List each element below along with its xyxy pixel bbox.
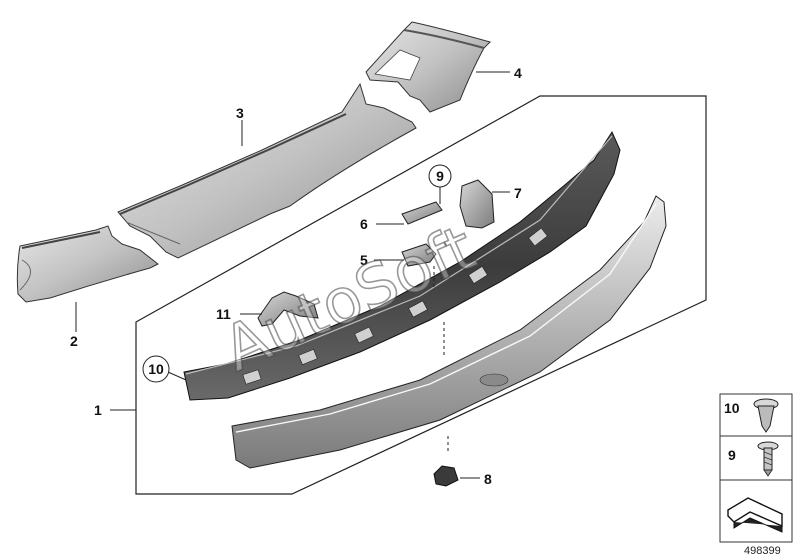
legend-panel: 10 9 <box>719 393 793 543</box>
callout-5: 5 <box>360 252 368 268</box>
callout-11: 11 <box>216 306 231 322</box>
callout-6: 6 <box>360 216 368 232</box>
callout-3: 3 <box>236 105 244 121</box>
legend-label-9: 9 <box>728 447 736 463</box>
part-6-holder <box>401 201 443 225</box>
callout-9-circle <box>428 164 452 188</box>
callout-1: 1 <box>94 402 102 418</box>
carrier-bracket <box>183 130 621 401</box>
callout-10: 10 <box>148 361 164 377</box>
callout-8: 8 <box>484 471 492 487</box>
callout-4: 4 <box>514 65 522 81</box>
part-11-bracket <box>257 291 319 327</box>
trim-strip <box>231 195 667 469</box>
part-8-clip <box>433 465 459 487</box>
clip-icon <box>753 398 779 433</box>
part-4-right-cover <box>365 21 491 113</box>
reference-number: 498399 <box>744 545 781 557</box>
legend-cell-9 <box>719 435 793 481</box>
arrow-symbol-icon <box>727 497 783 533</box>
callout-9: 9 <box>436 168 444 184</box>
part-7-block <box>459 179 495 229</box>
part-3-center-cover <box>117 82 417 259</box>
callout-10-circle <box>142 355 170 383</box>
screw-icon <box>757 441 779 477</box>
part-5-holder <box>401 243 437 267</box>
leader-lines <box>75 71 510 479</box>
part-2-left-cover <box>16 225 159 303</box>
legend-label-10: 10 <box>724 400 740 416</box>
assembly-1-frame <box>135 95 707 495</box>
callout-7: 7 <box>514 185 522 201</box>
callout-2: 2 <box>70 333 78 349</box>
